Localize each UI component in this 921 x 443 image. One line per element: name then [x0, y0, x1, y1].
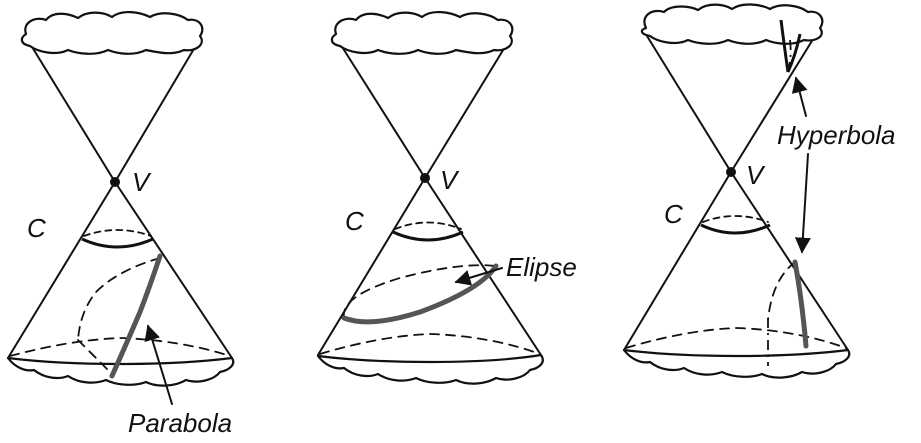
circle-label: C [27, 213, 46, 243]
top-cloud-edge [330, 11, 514, 55]
panel-ellipse: V C Elipse [316, 11, 577, 385]
vertex-label: V [746, 160, 766, 190]
hyperbola-lower-branch [792, 259, 809, 349]
circle-c [81, 229, 154, 249]
base-cloud-edge [316, 353, 544, 385]
base-back-dashed [625, 327, 847, 349]
hyperbola-arrow-up [791, 76, 808, 117]
hyperbola-upper-branch [779, 19, 790, 73]
vertex-label: V [132, 167, 152, 197]
parabola-curve [109, 253, 163, 379]
hyperbola-upper-branch-right [786, 33, 802, 73]
parabola-hidden-line [77, 257, 161, 341]
ellipse-curve [341, 263, 499, 325]
top-cloud-edge [20, 11, 204, 55]
circle-label: C [345, 206, 364, 236]
base-back-dashed [319, 333, 541, 355]
parabola-hidden-line-2 [77, 339, 111, 373]
hyperbola-lower-hidden [767, 261, 796, 321]
panel-hyperbola: V C Hyperbola [622, 3, 896, 379]
circle-c [392, 221, 464, 242]
ellipse-hidden-half [343, 264, 497, 319]
upper-nappe [20, 11, 204, 183]
panel-parabola: V C Parabola [6, 11, 235, 438]
circle-c [700, 215, 771, 235]
section-label: Elipse [506, 252, 577, 282]
lower-nappe [7, 181, 233, 359]
section-label: Hyperbola [777, 120, 896, 150]
section-label: Parabola [128, 408, 232, 438]
base-cloud-edge [622, 348, 851, 379]
circle-label: C [664, 199, 683, 229]
lower-nappe [317, 177, 542, 356]
hyperbola-arrow-down [794, 153, 811, 254]
lower-nappe [623, 171, 849, 351]
vertex-label: V [440, 165, 460, 195]
base-cloud-edge [6, 356, 235, 387]
base-back-dashed [9, 337, 231, 357]
upper-nappe [640, 3, 824, 173]
upper-nappe [330, 11, 514, 179]
parabola-arrow [144, 324, 173, 405]
top-cloud-edge [640, 3, 824, 45]
ellipse-arrow [454, 267, 503, 286]
